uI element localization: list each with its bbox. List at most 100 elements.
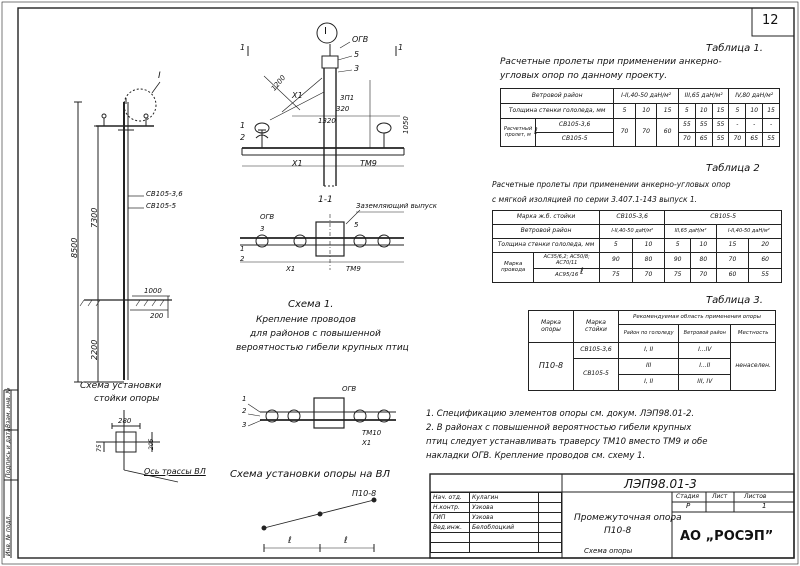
side-label-1: Инв. № подл. [5,514,12,556]
install-bottom-pole: П10-8 [352,489,377,498]
t2-mark-1: СВ105-3,6 [598,210,666,225]
install-span-1: ℓ [288,536,292,546]
t2-th: 15 [715,238,750,253]
install-title-2: стойки опоры [94,394,160,404]
table2: Марка ж.б. стойки СВ105-3,6 СВ105-5 Ветр… [491,210,783,283]
t2-cell: 60 [748,252,782,269]
t1-cell: 70 [613,118,636,147]
section-3: 3 [260,225,265,233]
t1-th: 15 [656,103,679,119]
dim-1050: 1050 [402,116,410,134]
doc-code: ЛЭП98.01-3 [624,477,697,491]
side-label-2: Подпись и дата [5,428,12,478]
section-note: Заземляющий выпуск [356,202,438,210]
stamp-title-1: Промежуточная опора [574,513,682,523]
t1-th: 10 [745,103,764,119]
t1-pole: СВ105-5 [534,132,615,147]
stage-val-1: Р [686,502,691,510]
lower-1: 1 [242,395,247,403]
t3-wind: I...II [678,358,732,375]
t3-ice: I, II [617,374,680,391]
route-axis-label: Ось трассы ВЛ [144,467,206,476]
table2-ell: ℓ [580,267,584,277]
label-3p1: 3П1 [340,94,355,102]
t2-th: 10 [631,238,666,253]
schema1-line-3: вероятностью гибели крупных птиц [236,343,409,353]
table3-title: Таблица 3. [706,295,763,306]
stamp-name: Кулагин [469,492,539,503]
left-callout-label: I [158,71,161,81]
t1-wind-3: IV,80 даН/м² [728,88,780,104]
t2-wind: III,65 даН/м² [664,224,717,239]
t1-cell: - [728,118,747,133]
dim-total: 8500 [70,237,79,258]
t1-th: 5 [613,103,636,119]
t3-pole: СВ105-3,6 [573,342,619,359]
section-ogv: ОГВ [260,213,275,221]
t1-th: 10 [694,103,713,119]
t2-cell: 80 [631,252,666,269]
axis-mark-left: 1 [240,43,246,52]
t2-cell: 90 [664,252,691,269]
section-5: 5 [354,221,359,229]
t1-cell: 65 [694,132,713,147]
t1-cell: 65 [745,132,764,147]
pole-type-1: СВ105-3,6 [146,190,183,198]
table2-caption-1: Расчетные пролеты при применении анкерно… [492,180,731,189]
dim-base: 1000 [144,287,162,295]
t2-wire: АС35/6,2; АС50/8; АС70/11 [533,252,600,269]
t1-wind-1: I-II,40-50 даН/м² [613,88,679,104]
t2-cell: 70 [715,252,750,269]
t3-h-pole: Марка стойки [573,310,619,343]
t1-cell: 55 [677,118,696,133]
stage-hdr-1: Стадия [676,493,700,500]
t1-cell: 70 [677,132,696,147]
t1-cell: 60 [656,118,679,147]
t1-cell: 55 [711,118,730,133]
label-x1-lower: X1 [292,159,303,168]
label-3: 3 [354,64,360,73]
lower-x1: X1 [362,439,372,447]
section-x1: X1 [286,265,296,273]
table2-caption-2: с мягкой изоляцией по серии 3.407.1-143 … [492,195,698,204]
install-bottom-title: Схема установки опоры на ВЛ [230,469,390,480]
t3-pole: СВ105-5 [573,358,619,391]
stamp-name: Узкова [469,512,539,523]
stamp-name: Белоблоцкий [469,522,539,533]
t2-cell: 75 [599,268,633,283]
stage-val-3: 1 [762,502,767,510]
t2-cell: 55 [748,268,782,283]
stamp-role: ГИП [430,512,470,523]
t3-ice: III [617,358,680,375]
dim-320: 320 [336,105,350,113]
t3-sh-terrain: Местность [730,324,776,343]
t1-th: 5 [677,103,696,119]
t1-cell: 70 [728,132,747,147]
t2-mark-label: Марка ж.б. стойки [492,210,600,225]
schema1-title: Схема 1. [288,299,334,310]
table1-caption-2: угловых опор по данному проекту. [500,71,668,81]
t2-wind: I-II,40-50 даН/м² [598,224,666,239]
t1-cell: - [762,118,780,133]
t2-cell: 75 [664,268,691,283]
t1-span-label: Расчетный пролет, м [500,118,536,147]
note-3: птиц следует устанавливать траверсу ТМ10… [426,437,708,447]
section-tm9: ТМ9 [346,265,361,273]
install-span-2: ℓ [344,536,348,546]
t2-cell: 70 [631,268,666,283]
section-1: 1 [240,245,245,253]
side-label-3: Взам. инв. № [5,387,12,428]
label-x1-upper: X1 [292,91,303,100]
pole-type-2: СВ105-5 [146,202,177,210]
t1-th: 15 [711,103,730,119]
label-1: 1 [240,121,246,130]
axis-mark-right: 1 [398,43,404,52]
t1-th: 5 [728,103,747,119]
t2-cell: 80 [689,252,717,269]
table3: Марка опоры Марка стойки Рекомендуемая о… [528,310,776,391]
stamp-role: Нач. отд. [430,492,470,503]
t1-th: 10 [634,103,658,119]
t1-cell: 55 [762,132,780,147]
section-2: 2 [240,255,245,263]
